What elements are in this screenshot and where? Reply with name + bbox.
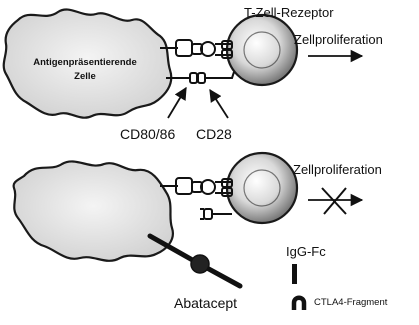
mhc-tcr-complex-top	[160, 40, 232, 58]
t-cell-top	[227, 15, 297, 85]
cd80-pointer-arrow	[168, 88, 186, 118]
proliferation-label-bottom: Zellproliferation	[293, 163, 382, 176]
abatacept-molecule	[150, 236, 240, 286]
apc-cell-bottom	[14, 161, 173, 260]
t-cell-receptor-label: T-Zell-Rezeptor	[244, 6, 334, 19]
igg-fc-legend-icon	[292, 264, 297, 284]
igg-fc-label: IgG-Fc	[286, 245, 326, 258]
apc-label-line1: Antigenpräsentierende	[6, 58, 164, 68]
abatacept-label: Abatacept	[174, 296, 237, 310]
cd28-pointer-arrow	[210, 90, 228, 118]
ctla4-fragment-label: CTLA4-Fragment	[314, 298, 387, 308]
proliferation-label-top: Zellproliferation	[294, 33, 383, 46]
cd28-label: CD28	[196, 127, 232, 141]
ctla4-fragment-legend-icon	[294, 298, 304, 310]
mhc-tcr-complex-bottom	[160, 178, 232, 196]
costim-complex-top	[166, 72, 234, 83]
cd28-free-bottom	[200, 209, 232, 219]
apc-label-line2: Zelle	[6, 72, 164, 82]
t-cell-bottom	[227, 153, 297, 223]
blocked-x-icon	[322, 188, 346, 214]
cd80-86-label: CD80/86	[120, 127, 175, 141]
